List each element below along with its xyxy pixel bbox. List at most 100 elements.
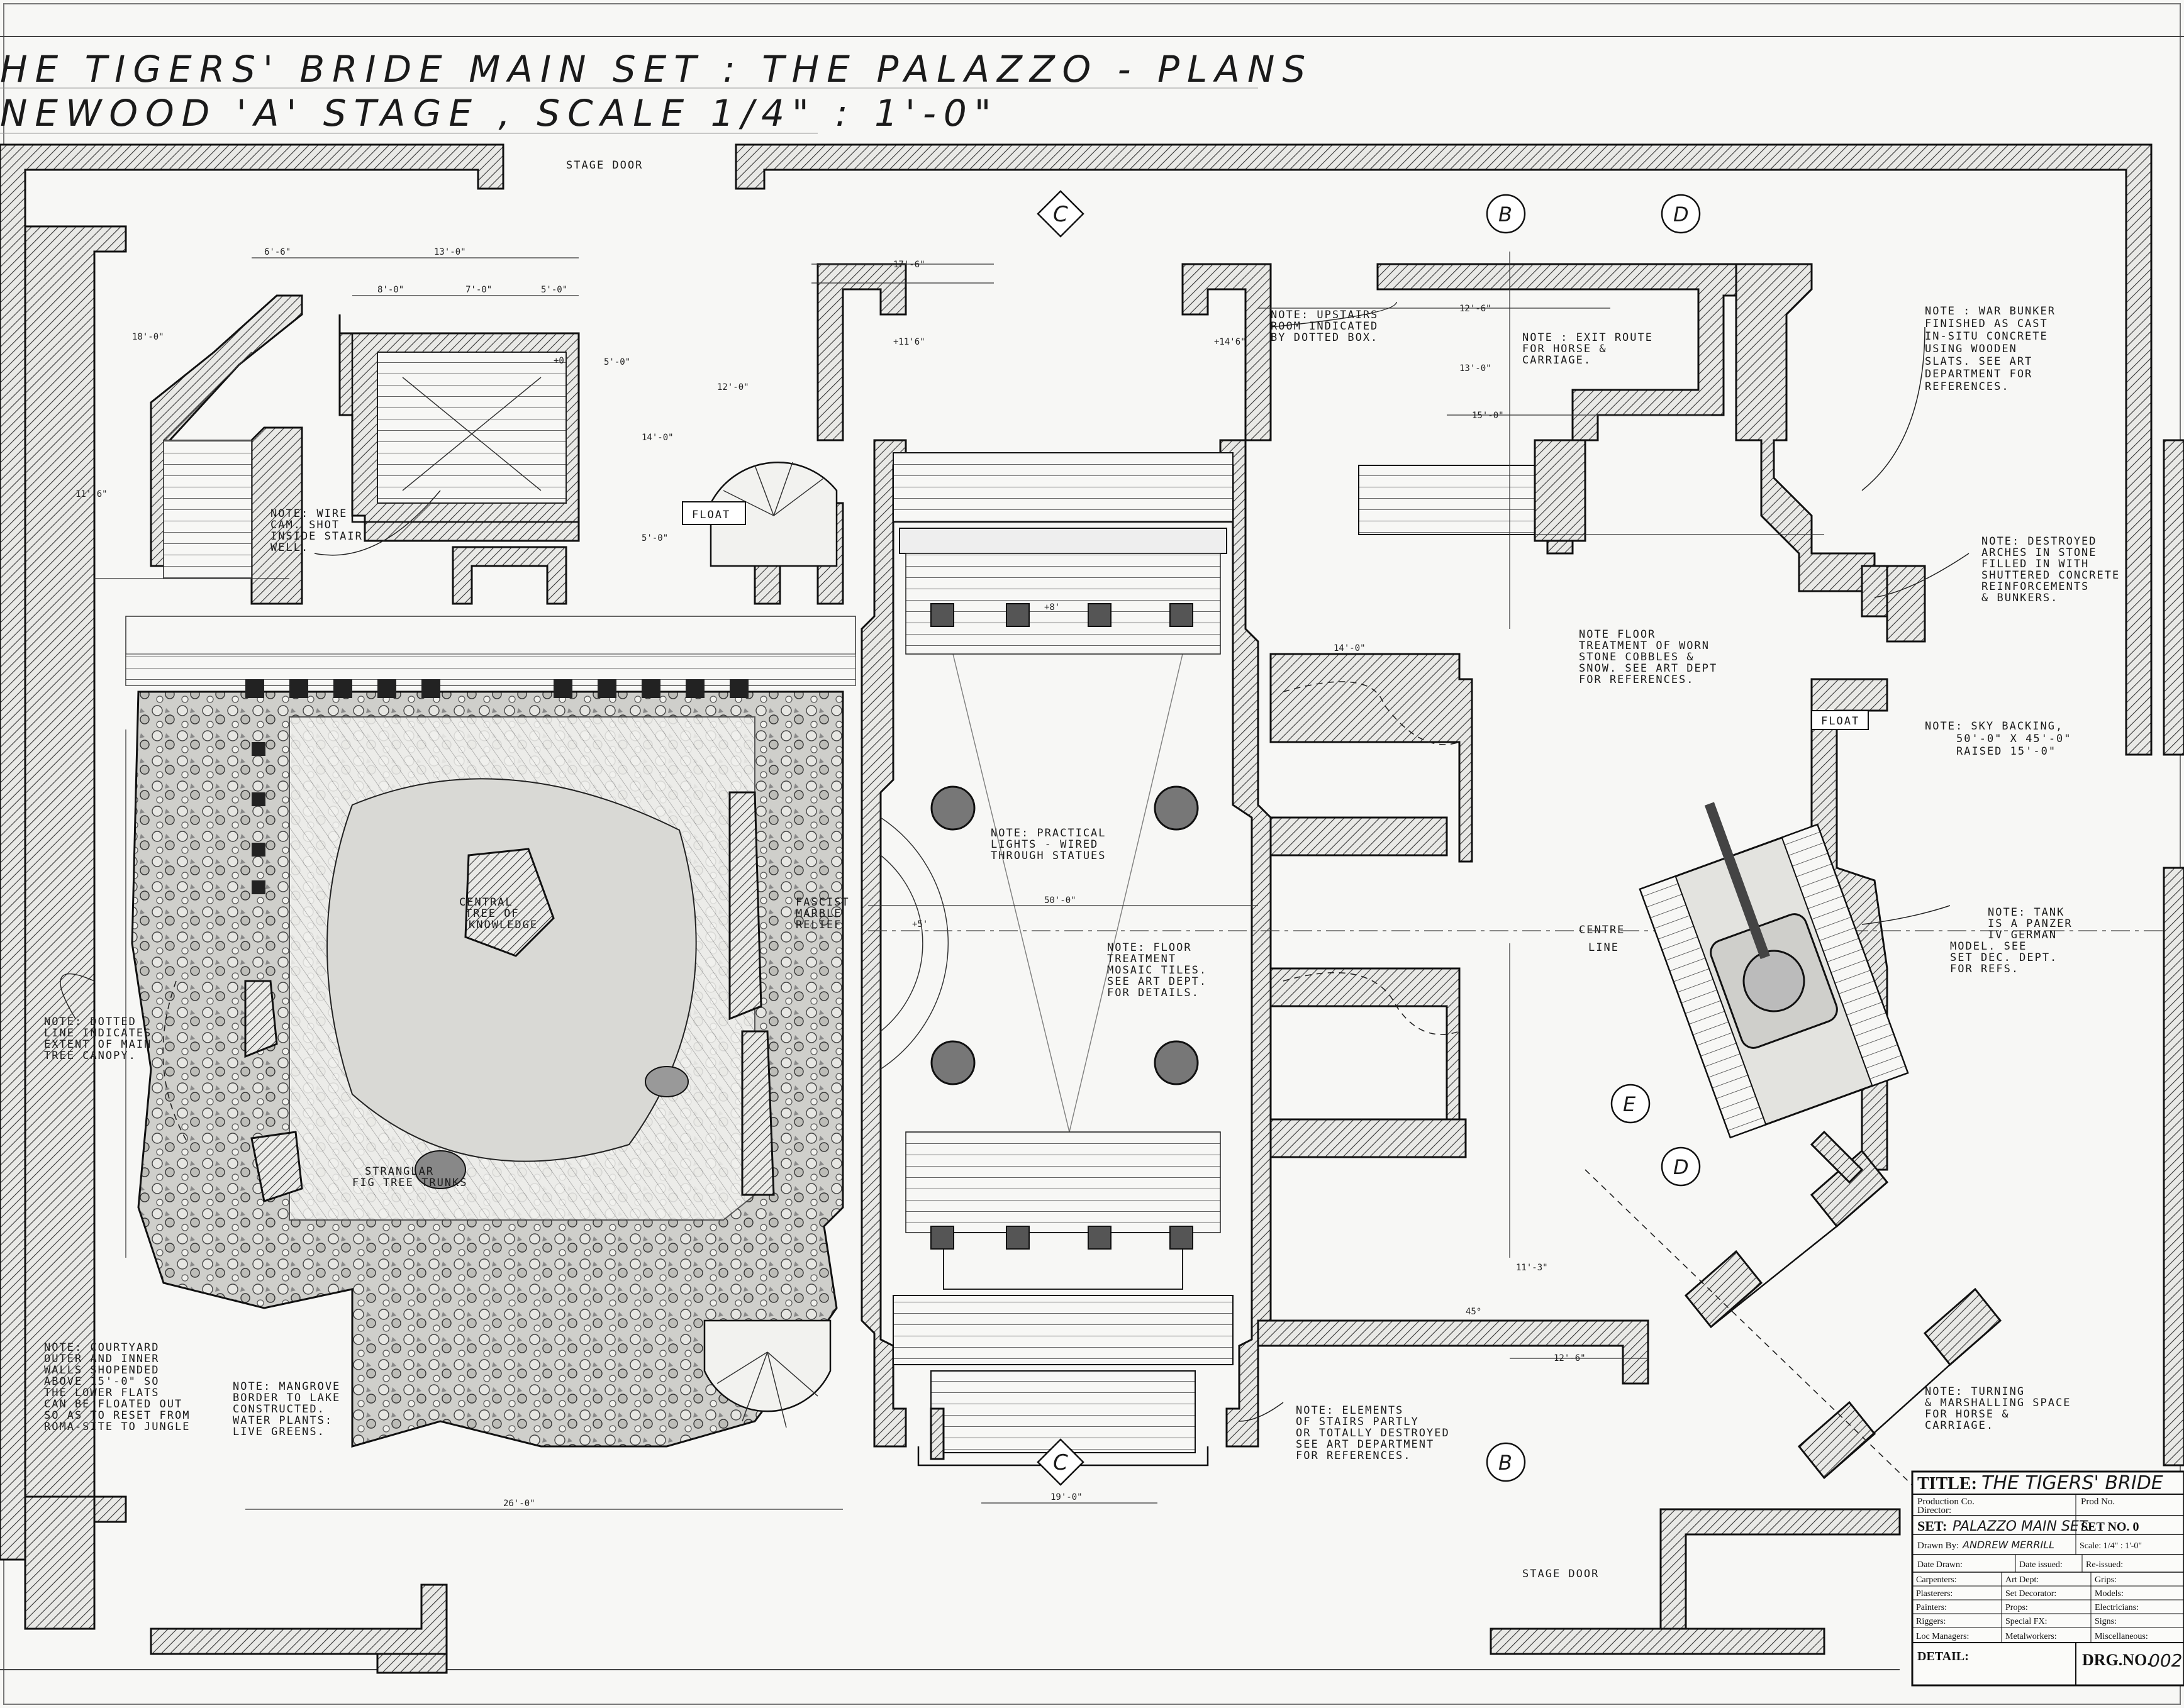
svg-text:NOTE: COURTYARD: NOTE: COURTYARD bbox=[44, 1341, 160, 1354]
svg-text:SET DEC. DEPT.: SET DEC. DEPT. bbox=[1950, 951, 2058, 964]
svg-text:45°: 45° bbox=[1466, 1307, 1481, 1317]
drawing-title-line1: HE TIGERS' BRIDE MAIN SET : THE PALAZZO … bbox=[0, 48, 1313, 91]
svg-text:NOTE: DOTTED: NOTE: DOTTED bbox=[44, 1016, 136, 1028]
svg-text:26'-0": 26'-0" bbox=[503, 1499, 535, 1509]
svg-text:ABOVE 15'-0" SO: ABOVE 15'-0" SO bbox=[44, 1375, 160, 1388]
svg-text:TREE CANOPY.: TREE CANOPY. bbox=[44, 1050, 136, 1062]
svg-text:Electricians:: Electricians: bbox=[2095, 1603, 2139, 1612]
tb-date-issued: Date issued: bbox=[2019, 1560, 2063, 1570]
svg-text:19'-0": 19'-0" bbox=[1050, 1492, 1083, 1502]
svg-text:RAISED 15'-0": RAISED 15'-0" bbox=[1956, 745, 2056, 758]
svg-text:ARCHES IN STONE: ARCHES IN STONE bbox=[1981, 546, 2097, 559]
tb-set-label: SET: bbox=[1917, 1518, 1947, 1534]
svg-text:8'-0": 8'-0" bbox=[377, 285, 404, 295]
centre-line-1: CENTRE bbox=[1579, 924, 1625, 936]
central-hall bbox=[816, 263, 1272, 1467]
svg-text:REINFORCEMENTS: REINFORCEMENTS bbox=[1981, 580, 2089, 593]
svg-text:ROMA-SITE TO JUNGLE: ROMA-SITE TO JUNGLE bbox=[44, 1421, 190, 1433]
svg-text:CAM. SHOT: CAM. SHOT bbox=[270, 519, 340, 531]
svg-text:USING WOODEN: USING WOODEN bbox=[1925, 343, 2017, 355]
svg-text:FILLED IN WITH: FILLED IN WITH bbox=[1981, 558, 2089, 570]
svg-text:+5': +5' bbox=[912, 919, 928, 929]
svg-text:18'-0": 18'-0" bbox=[132, 332, 164, 342]
svg-text:17'-6": 17'-6" bbox=[893, 260, 925, 270]
svg-text:LINE INDICATES: LINE INDICATES bbox=[44, 1027, 152, 1040]
svg-text:WELL.: WELL. bbox=[270, 541, 309, 554]
svg-text:15'-0": 15'-0" bbox=[1472, 411, 1504, 421]
float-label-right: FLOAT bbox=[1821, 715, 1859, 728]
svg-text:NOTE: TANK: NOTE: TANK bbox=[1988, 906, 2064, 919]
left-building bbox=[125, 294, 856, 686]
svg-text:SEE ART DEPARTMENT: SEE ART DEPARTMENT bbox=[1296, 1438, 1434, 1451]
svg-text:BORDER TO LAKE: BORDER TO LAKE bbox=[233, 1392, 340, 1404]
svg-text:FINISHED AS CAST: FINISHED AS CAST bbox=[1925, 318, 2048, 330]
note-leaders bbox=[60, 301, 1970, 1422]
svg-text:BY DOTTED BOX.: BY DOTTED BOX. bbox=[1271, 331, 1378, 344]
svg-text:Painters:: Painters: bbox=[1916, 1603, 1947, 1612]
svg-text:7'-0": 7'-0" bbox=[465, 285, 492, 295]
tb-drawn-by-value: ANDREW MERRILL bbox=[1962, 1539, 2054, 1551]
svg-text:IN-SITU CONCRETE: IN-SITU CONCRETE bbox=[1925, 330, 2048, 343]
svg-text:& MARSHALLING SPACE: & MARSHALLING SPACE bbox=[1925, 1397, 2071, 1409]
spiral-stair-bottom bbox=[703, 1319, 832, 1428]
svg-text:SHUTTERED CONCRETE: SHUTTERED CONCRETE bbox=[1981, 569, 2120, 582]
svg-text:14'-0": 14'-0" bbox=[1334, 643, 1366, 653]
svg-text:NOTE: SKY BACKING,: NOTE: SKY BACKING, bbox=[1925, 720, 2063, 733]
svg-text:NOTE: UPSTAIRS: NOTE: UPSTAIRS bbox=[1271, 309, 1378, 321]
svg-text:+8': +8' bbox=[1044, 602, 1060, 613]
tb-director: Director: bbox=[1917, 1506, 1951, 1516]
diagonal-gate bbox=[1585, 1130, 2002, 1510]
svg-text:LIVE GREENS.: LIVE GREENS. bbox=[233, 1426, 325, 1438]
svg-text:NOTE: FLOOR: NOTE: FLOOR bbox=[1107, 941, 1192, 954]
svg-text:STONE COBBLES &: STONE COBBLES & bbox=[1579, 651, 1695, 663]
svg-text:NOTE : EXIT ROUTE: NOTE : EXIT ROUTE bbox=[1522, 331, 1653, 344]
svg-text:+11'6": +11'6" bbox=[893, 337, 925, 347]
svg-text:Special FX:: Special FX: bbox=[2005, 1617, 2048, 1626]
svg-text:CARRIAGE.: CARRIAGE. bbox=[1925, 1419, 1994, 1432]
svg-text:Art Dept:: Art Dept: bbox=[2005, 1575, 2039, 1585]
courtyard-pillars bbox=[245, 679, 749, 894]
right-building bbox=[1257, 263, 1926, 1385]
svg-text:IV GERMAN: IV GERMAN bbox=[1988, 929, 2057, 941]
svg-text:NOTE : WAR BUNKER: NOTE : WAR BUNKER bbox=[1925, 305, 2056, 318]
stage-walls bbox=[0, 143, 2184, 1674]
svg-text:THE LOWER FLATS: THE LOWER FLATS bbox=[44, 1387, 160, 1399]
title-block: TITLE: THE TIGERS' BRIDE Production Co. … bbox=[1911, 1470, 2184, 1687]
svg-text:WATER PLANTS:: WATER PLANTS: bbox=[233, 1414, 333, 1427]
svg-text:NOTE: ELEMENTS: NOTE: ELEMENTS bbox=[1296, 1404, 1403, 1417]
svg-text:EXTENT OF MAIN: EXTENT OF MAIN bbox=[44, 1038, 152, 1051]
drawing-title-line2: NEWOOD 'A' STAGE , SCALE 1/4" : 1'-0" bbox=[0, 92, 998, 135]
tb-prod-no: Prod No. bbox=[2081, 1497, 2115, 1507]
svg-text:SNOW. SEE ART DEPT: SNOW. SEE ART DEPT bbox=[1579, 662, 1717, 675]
svg-text:MOSAIC TILES.: MOSAIC TILES. bbox=[1107, 964, 1207, 977]
svg-text:Plasterers:: Plasterers: bbox=[1916, 1589, 1953, 1599]
svg-text:OR TOTALLY DESTROYED: OR TOTALLY DESTROYED bbox=[1296, 1427, 1450, 1439]
label-strangler-1: STRANGLAR bbox=[365, 1165, 434, 1178]
svg-text:SO AS TO RESET FROM: SO AS TO RESET FROM bbox=[44, 1409, 190, 1422]
tb-drg-value: 002 bbox=[2149, 1650, 2182, 1671]
label-strangler-2: FIG TREE TRUNKS bbox=[352, 1177, 468, 1189]
svg-text:TREATMENT OF WORN: TREATMENT OF WORN bbox=[1579, 640, 1710, 652]
svg-text:Signs:: Signs: bbox=[2095, 1617, 2117, 1626]
svg-text:+14'6": +14'6" bbox=[1214, 337, 1246, 347]
svg-text:INSIDE STAIR: INSIDE STAIR bbox=[270, 530, 363, 543]
svg-text:ROOM INDICATED: ROOM INDICATED bbox=[1271, 320, 1378, 333]
svg-text:REFERENCES.: REFERENCES. bbox=[1925, 380, 2010, 393]
svg-text:FOR REFS.: FOR REFS. bbox=[1950, 963, 2019, 975]
tb-title-label: TITLE: bbox=[1917, 1474, 1977, 1494]
svg-text:FOR REFERENCES.: FOR REFERENCES. bbox=[1579, 674, 1695, 686]
svg-text:CONSTRUCTED.: CONSTRUCTED. bbox=[233, 1403, 325, 1416]
grid-marker-b-top: B bbox=[1498, 202, 1512, 226]
svg-text:Metalworkers:: Metalworkers: bbox=[2005, 1632, 2057, 1641]
svg-text:SLATS. SEE ART: SLATS. SEE ART bbox=[1925, 355, 2032, 368]
svg-text:CAN BE FLOATED OUT: CAN BE FLOATED OUT bbox=[44, 1398, 182, 1411]
